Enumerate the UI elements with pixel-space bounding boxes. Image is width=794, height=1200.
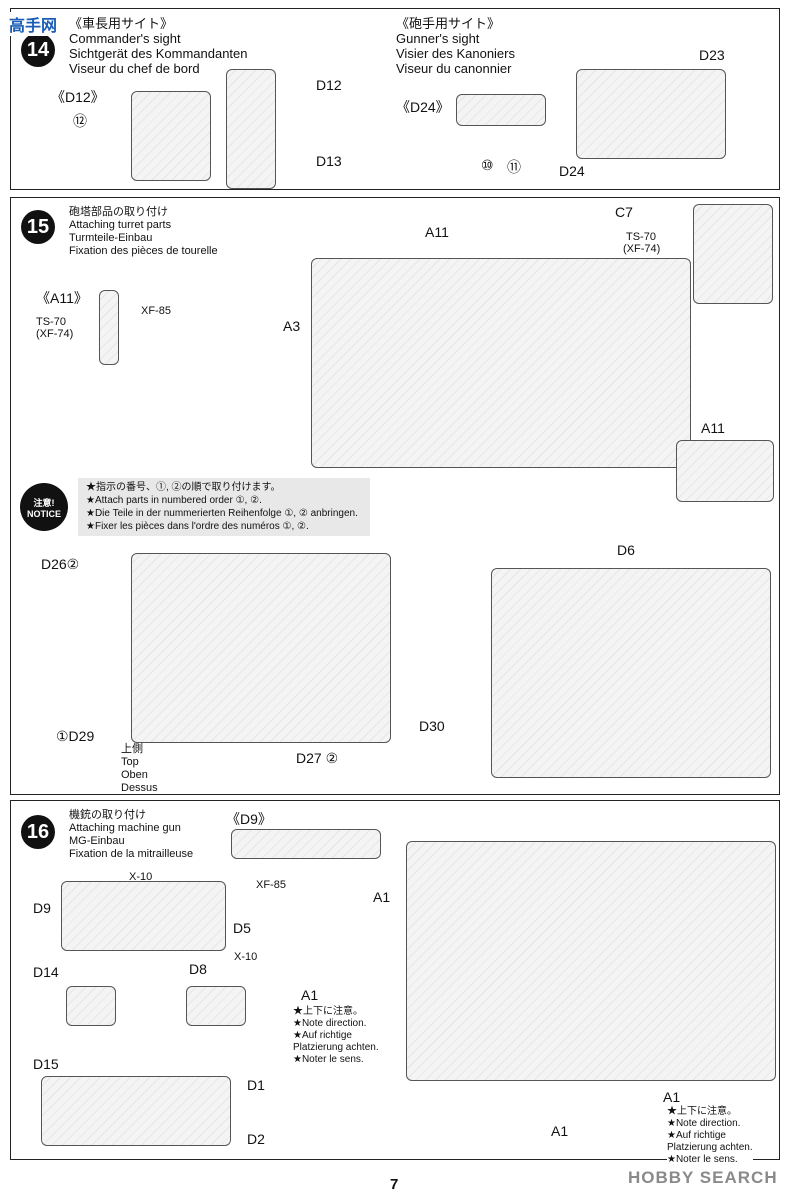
label: 《D24》 (396, 99, 450, 115)
paint-label: TS-70 (36, 316, 66, 328)
label: D23 (699, 47, 725, 63)
d14-box-drawing (66, 986, 116, 1026)
label: D9 (33, 900, 51, 916)
label: A1 (373, 889, 391, 905)
label: D14 (33, 964, 59, 980)
turret-rear-left-drawing (131, 553, 391, 743)
label: D5 (233, 920, 251, 936)
label: D8 (189, 961, 207, 977)
label: D6 (617, 542, 635, 558)
label: 《D9》 (226, 811, 272, 827)
turret-rear-right-drawing (491, 568, 771, 778)
label: D26② (41, 556, 80, 572)
page-number: 7 (390, 1176, 399, 1193)
mount-drawing (186, 986, 246, 1026)
label: D2 (247, 1131, 265, 1147)
label: A3 (283, 318, 301, 334)
machine-gun-drawing (61, 881, 226, 951)
label: ①D29 (56, 728, 95, 744)
d9-gun-drawing (231, 829, 381, 859)
label: ⑫ (73, 113, 87, 129)
paint-label: XF-85 (141, 305, 171, 317)
label: A1 (663, 1089, 681, 1105)
step-number: 14 (21, 33, 55, 67)
label: A11 (425, 224, 449, 240)
step-number: 15 (21, 210, 55, 244)
label: ⑩ (481, 157, 494, 173)
paint-label: XF-85 (256, 879, 286, 891)
antenna-detail-drawing (676, 440, 774, 502)
sight-detail-drawing (693, 204, 773, 304)
label: D12 (316, 77, 342, 93)
d24-part-drawing (456, 94, 546, 126)
watermark-hobby-search: HOBBY SEARCH (628, 1168, 778, 1187)
label: D27 ② (296, 750, 339, 766)
notice-badge: 注意!NOTICE (20, 483, 68, 531)
label: D30 (419, 718, 445, 734)
paint-label: (XF-74) (623, 243, 661, 255)
paint-label: X-10 (129, 871, 153, 883)
notice-box: ★指示の番号、①, ②の順で取り付けます。★Attach parts in nu… (78, 478, 370, 536)
label: D15 (33, 1056, 59, 1072)
paint-label: (XF-74) (36, 328, 74, 340)
watermark-logo: 高手网 (8, 12, 59, 36)
label: A11 (701, 420, 725, 436)
gun-assembly-drawing (41, 1076, 231, 1146)
turret-drawing (311, 258, 691, 468)
label: ⑪ (507, 159, 521, 175)
sight-assembly-drawing (226, 69, 276, 189)
label: A1 (301, 987, 319, 1003)
gunner-sight-drawing (576, 69, 726, 159)
label: D13 (316, 153, 342, 169)
label: D1 (247, 1077, 265, 1093)
paint-label: X-10 (234, 951, 258, 963)
a11-antenna-drawing (99, 290, 119, 365)
step-number: 16 (21, 815, 55, 849)
label: D24 (559, 163, 585, 179)
label: A1 (551, 1123, 569, 1139)
d12-part-drawing (131, 91, 211, 181)
label: C7 (615, 204, 633, 220)
paint-label: TS-70 (626, 231, 656, 243)
label: 《A11》 (36, 290, 88, 306)
tank-turret-drawing (406, 841, 776, 1081)
label: 《D12》 (51, 89, 105, 105)
